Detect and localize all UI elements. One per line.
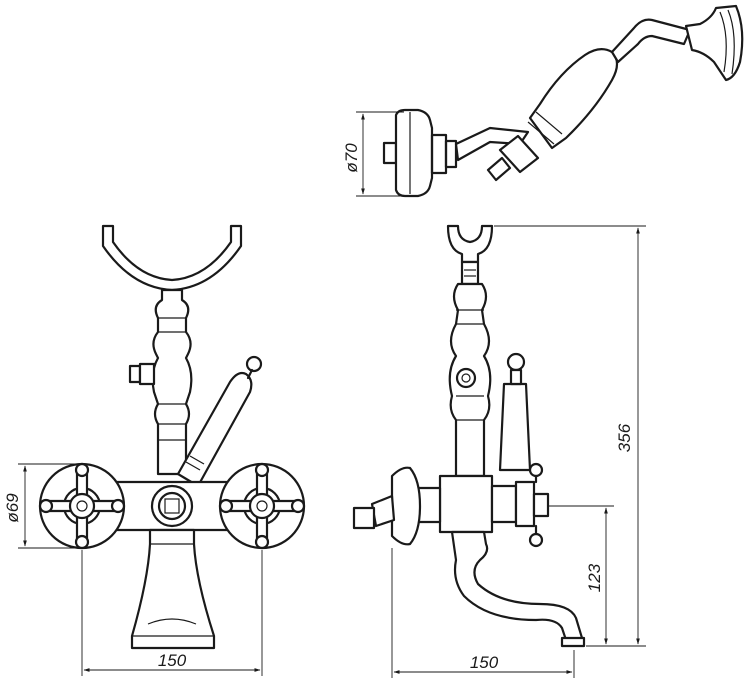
side-view [352,224,586,648]
shower-handle [528,48,619,150]
dim-total-height: 356 [494,225,646,647]
spout-base [130,528,216,650]
shower-neck [610,18,692,64]
wall-flange [390,466,422,546]
dim-label-123: 123 [585,563,604,592]
front-view [38,224,306,650]
spout-side [450,530,584,642]
dim-spout-height: 123 [548,505,614,645]
dim-shower-dia: ø70 [342,111,404,197]
lever-side [498,382,532,472]
dim-wall-plate-dia: ø69 [3,463,78,549]
dim-front-width: 150 [81,550,263,676]
dim-label-69: ø69 [3,493,22,523]
body-side [438,474,494,534]
hook-top [446,224,494,264]
dim-label-side-150: 150 [470,653,499,672]
dim-label-356: 356 [615,423,634,452]
hand-shower-view [382,4,744,198]
dim-label-70: ø70 [342,143,361,173]
mixer-lever [176,371,253,488]
dim-label-front-150: 150 [158,651,187,670]
dim-side-width: 150 [391,548,575,678]
wall-bracket [394,108,434,198]
bracket-stub [382,141,398,165]
shower-head [684,4,744,82]
shower-cradle [101,224,243,292]
